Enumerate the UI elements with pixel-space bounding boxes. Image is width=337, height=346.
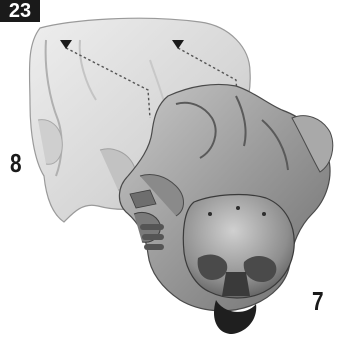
part-label-7: 7 <box>312 288 324 314</box>
chest-plate-detail <box>183 195 294 334</box>
part-label-8: 8 <box>10 150 22 176</box>
